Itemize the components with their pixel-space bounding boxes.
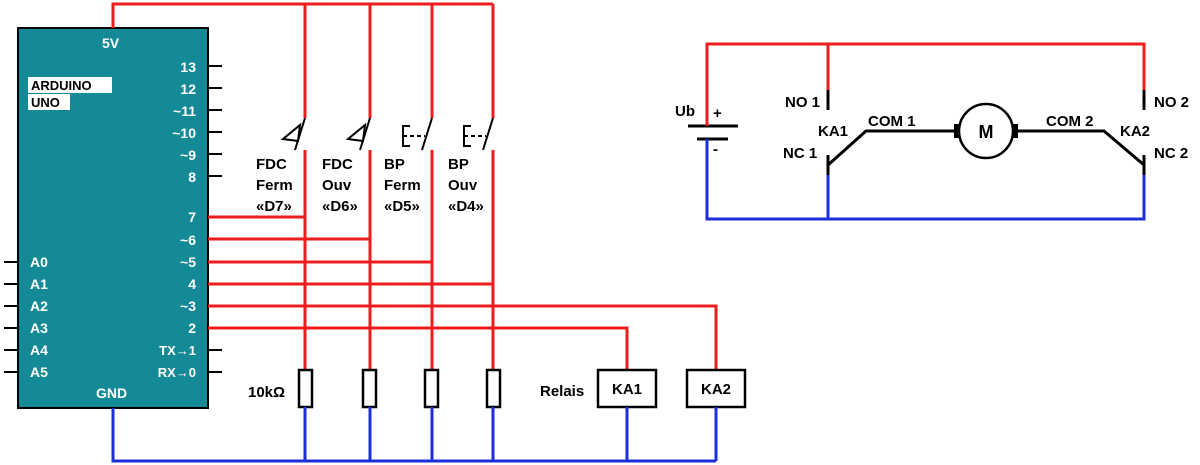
ka1-no-label: NO 1 [785,94,820,111]
board-name-box-2 [28,94,70,110]
ka2-no-label: NO 2 [1154,94,1189,111]
relay-contact-ka2 [1014,90,1146,175]
input-3-line-1: BP [384,156,405,173]
ka1-name-label: KA1 [818,123,848,140]
resistor-2 [361,368,378,409]
battery-label: Ub [675,103,695,120]
ka2-nc-label: NC 2 [1154,145,1188,162]
supply-pin-label: 5V [102,35,120,51]
input-2-line-1: FDC [322,156,353,173]
unused-pin-stubs [4,65,222,373]
relay-label: Relais [540,383,584,400]
arduino-board: 5V ARDUINO UNO GND 13 12 ~11 ~10 ~9 8 7 … [4,27,222,409]
relay-contact-ka1 [826,90,958,175]
switch-bp-ouv [463,117,494,151]
switch-bp-ferm [402,117,433,151]
input-1-line-3: «D7» [256,198,292,215]
input-3-line-2: Ferm [384,177,421,194]
input-4-line-2: Ouv [448,177,478,194]
board-name-box-1 [28,77,112,93]
pin-label-8: 8 [188,169,196,185]
pin-label-12: 12 [180,81,196,97]
resistor-3 [423,368,440,409]
resistor-1 [297,368,314,409]
power-negative-wire [705,140,1146,221]
pin-label-7: 7 [188,209,196,225]
pin-label-3: ~3 [180,298,196,314]
pin-label-rx0: RX→0 [158,365,196,380]
pin-label-9: ~9 [180,147,196,163]
input-2-line-3: «D6» [322,198,358,215]
pin-label-a5: A5 [30,364,48,380]
pin-label-a4: A4 [30,342,48,358]
supply-rail [111,2,495,118]
ka2-name-label: KA2 [1120,123,1150,140]
relay-coils: Relais KA1 KA2 [540,368,747,409]
pin-label-4: 4 [188,276,196,292]
pin-label-6: ~6 [180,232,196,248]
relay-coil-ka1 [596,368,658,409]
board-name-line-2: UNO [31,95,60,110]
pin-label-tx1: TX→1 [159,343,196,358]
input-4-line-3: «D4» [448,198,484,215]
battery-plus: + [713,105,722,122]
pin-label-a0: A0 [30,254,48,270]
input-labels: FDC Ferm «D7» FDC Ouv «D6» BP Ferm «D5» … [256,156,484,215]
input-1-line-2: Ferm [256,177,293,194]
motor: M [954,102,1018,160]
pin-label-a1: A1 [30,276,48,292]
pin-label-11: ~11 [173,103,196,119]
relay-coil-ka2 [685,368,747,409]
battery-symbol [688,112,738,150]
resistor-value-label: 10kΩ [248,384,285,401]
board-name-line-1: ARDUINO [31,78,92,93]
signal-wires [208,150,718,370]
input-2-line-2: Ouv [322,177,352,194]
power-circuit: Ub + - M NO 1 KA1 NC 1 COM 1 NO 2 KA2 NC… [675,42,1189,221]
pull-down-resistors [297,368,502,409]
ka1-nc-label: NC 1 [783,145,817,162]
battery-minus: - [713,141,718,158]
power-positive-wire [705,42,1146,112]
pin-label-5: ~5 [180,254,196,270]
pin-label-2: 2 [188,320,196,336]
switch-fdc-ouv [345,117,371,151]
input-4-line-1: BP [448,156,469,173]
ka2-com-label: COM 2 [1046,113,1094,130]
pin-label-13: 13 [180,59,196,75]
relay-coil-ka1-label: KA1 [612,381,642,398]
pin-label-a3: A3 [30,320,48,336]
resistor-4 [485,368,502,409]
relay-coil-ka2-label: KA2 [701,381,731,398]
motor-label: M [979,122,994,142]
input-3-line-3: «D5» [384,198,420,215]
ground-pin-label: GND [96,385,127,401]
ka1-com-label: COM 1 [868,113,916,130]
input-1-line-1: FDC [256,156,287,173]
switch-fdc-ferm [280,117,306,151]
ground-bus [111,407,718,463]
pin-label-a2: A2 [30,298,48,314]
pin-label-10: ~10 [172,125,196,141]
